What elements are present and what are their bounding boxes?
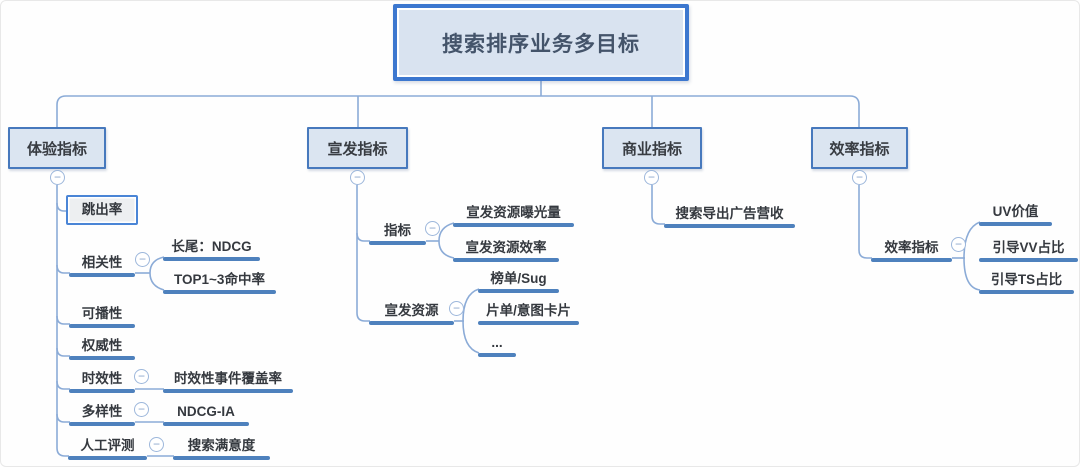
node-playability[interactable]: 可播性	[69, 306, 135, 328]
node-underline	[69, 422, 135, 426]
node-underline	[478, 289, 559, 293]
node-event-coverage-label: 时效性事件覆盖率	[174, 371, 282, 386]
node-longtail-ndcg[interactable]: 长尾：NDCG	[163, 239, 260, 261]
node-uv-value[interactable]: UV价值	[979, 204, 1052, 226]
node-card-list[interactable]: 片单/意图卡片	[478, 303, 579, 325]
node-resource-efficiency-label: 宣发资源效率	[465, 240, 547, 255]
root-node[interactable]: 搜索排序业务多目标	[393, 4, 689, 81]
node-bounce-rate[interactable]: 跳出率	[66, 195, 138, 225]
node-relevance-label: 相关性	[81, 255, 123, 270]
node-diversity-label: 多样性	[81, 404, 123, 419]
node-authority[interactable]: 权威性	[69, 338, 135, 360]
node-authority-label: 权威性	[81, 338, 123, 353]
collapse-toggle-timeliness-icon[interactable]: −	[134, 369, 149, 384]
node-underline	[173, 456, 270, 460]
branch-commercial-label: 商业指标	[621, 140, 682, 158]
node-ad-revenue[interactable]: 搜索导出广告营收	[664, 206, 795, 228]
node-top1-3-hit-label: TOP1~3命中率	[174, 272, 265, 287]
node-underline	[453, 258, 559, 262]
branch-efficiency-label: 效率指标	[829, 140, 890, 158]
node-longtail-ndcg-label: 长尾：NDCG	[171, 239, 252, 254]
collapse-toggle-commercial-icon[interactable]: −	[644, 170, 659, 185]
branch-promotion-label: 宣发指标	[327, 140, 388, 158]
node-underline	[871, 258, 952, 262]
node-underline	[979, 290, 1074, 294]
collapse-toggle-resources-icon[interactable]: −	[449, 301, 464, 316]
node-human-eval-label: 人工评测	[80, 438, 135, 453]
node-underline	[453, 223, 574, 227]
node-efficiency-metrics[interactable]: 效率指标	[871, 240, 952, 262]
node-underline	[163, 389, 293, 393]
node-search-satisfaction[interactable]: 搜索满意度	[173, 438, 270, 460]
node-bounce-rate-label: 跳出率	[81, 202, 123, 217]
node-underline	[478, 353, 516, 357]
node-more[interactable]: ...	[478, 335, 516, 357]
node-event-coverage[interactable]: 时效性事件覆盖率	[163, 371, 293, 393]
node-board-sug-label: 榜单/Sug	[490, 271, 547, 286]
node-search-satisfaction-label: 搜索满意度	[187, 438, 256, 453]
node-underline	[69, 324, 135, 328]
node-underline	[979, 258, 1078, 262]
node-underline	[163, 422, 249, 426]
node-underline	[369, 241, 426, 245]
node-card-list-label: 片单/意图卡片	[486, 303, 571, 318]
node-playability-label: 可播性	[81, 306, 123, 321]
node-metrics-label: 指标	[384, 223, 411, 238]
collapse-toggle-promotion-icon[interactable]: −	[350, 170, 365, 185]
node-timeliness-label: 时效性	[81, 371, 123, 386]
node-underline	[478, 321, 579, 325]
node-timeliness[interactable]: 时效性	[69, 371, 135, 393]
node-guided-vv-ratio-label: 引导VV占比	[992, 240, 1065, 255]
node-underline	[68, 456, 147, 460]
branch-experience[interactable]: 体验指标	[8, 127, 106, 169]
node-underline	[163, 290, 276, 294]
node-exposure[interactable]: 宣发资源曝光量	[453, 205, 574, 227]
node-guided-vv-ratio[interactable]: 引导VV占比	[979, 240, 1078, 262]
node-guided-ts-ratio[interactable]: 引导TS占比	[979, 272, 1074, 294]
branch-promotion[interactable]: 宣发指标	[307, 127, 408, 169]
node-resource-efficiency[interactable]: 宣发资源效率	[453, 240, 559, 262]
node-human-eval[interactable]: 人工评测	[68, 438, 147, 460]
collapse-toggle-diversity-icon[interactable]: −	[134, 402, 149, 417]
node-exposure-label: 宣发资源曝光量	[466, 205, 561, 220]
node-underline	[979, 222, 1052, 226]
node-ndcg-ia[interactable]: NDCG-IA	[163, 404, 249, 426]
branch-efficiency[interactable]: 效率指标	[811, 127, 908, 169]
node-ndcg-ia-label: NDCG-IA	[177, 404, 235, 419]
node-underline	[69, 273, 135, 277]
node-uv-value-label: UV价值	[992, 204, 1039, 219]
node-efficiency-metrics-label: 效率指标	[884, 240, 939, 255]
node-underline	[69, 356, 135, 360]
node-underline	[163, 257, 260, 261]
node-diversity[interactable]: 多样性	[69, 404, 135, 426]
branch-commercial[interactable]: 商业指标	[602, 127, 702, 169]
node-resources[interactable]: 宣发资源	[369, 303, 454, 325]
node-underline	[69, 389, 135, 393]
collapse-toggle-experience-icon[interactable]: −	[50, 170, 65, 185]
branch-experience-label: 体验指标	[26, 140, 87, 158]
node-ad-revenue-label: 搜索导出广告营收	[675, 206, 784, 221]
node-resources-label: 宣发资源	[384, 303, 439, 318]
node-underline	[664, 224, 795, 228]
root-label: 搜索排序业务多目标	[442, 32, 640, 56]
collapse-toggle-metrics-icon[interactable]: −	[425, 221, 440, 236]
node-metrics[interactable]: 指标	[369, 223, 426, 245]
node-board-sug[interactable]: 榜单/Sug	[478, 271, 559, 293]
node-underline	[369, 321, 454, 325]
collapse-toggle-relevance-icon[interactable]: −	[135, 252, 150, 267]
node-relevance[interactable]: 相关性	[69, 255, 135, 277]
node-more-label: ...	[491, 335, 503, 350]
collapse-toggle-efficiency-metrics-icon[interactable]: −	[951, 237, 966, 252]
node-guided-ts-ratio-label: 引导TS占比	[990, 272, 1063, 287]
collapse-toggle-human-eval-icon[interactable]: −	[149, 437, 164, 452]
collapse-toggle-efficiency-icon[interactable]: −	[852, 170, 867, 185]
node-top1-3-hit[interactable]: TOP1~3命中率	[163, 272, 276, 294]
